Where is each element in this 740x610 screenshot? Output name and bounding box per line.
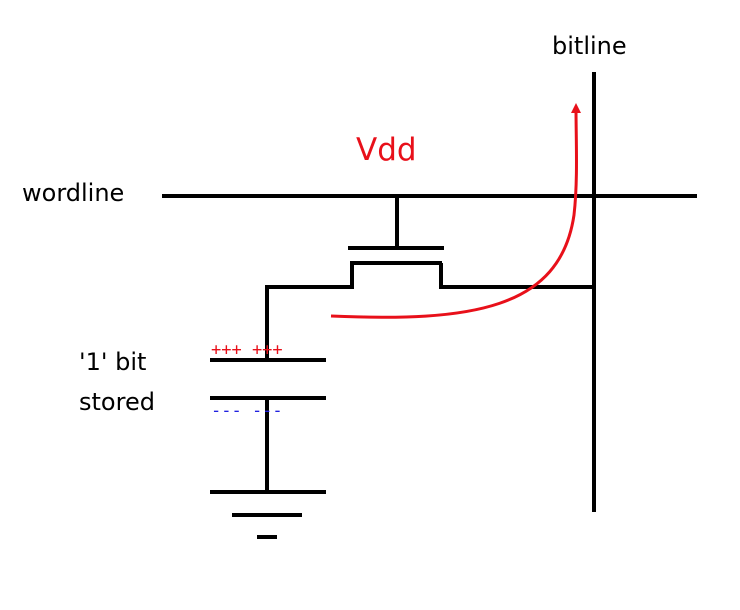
bitline-label: bitline [552, 32, 627, 60]
wordline-label: wordline [22, 179, 124, 207]
discharge-current-arrow [330, 103, 582, 319]
negative-charge-markers: --- --- [211, 401, 283, 421]
stored-bit-label-line2: stored [79, 388, 155, 416]
drain-to-bitline-wire [439, 263, 596, 289]
stored-bit-label-line1: '1' bit [79, 348, 146, 376]
source-to-capacitor-wire [265, 263, 354, 360]
positive-charge-markers: +++ +++ [211, 340, 283, 360]
vdd-label: Vdd [356, 132, 417, 168]
